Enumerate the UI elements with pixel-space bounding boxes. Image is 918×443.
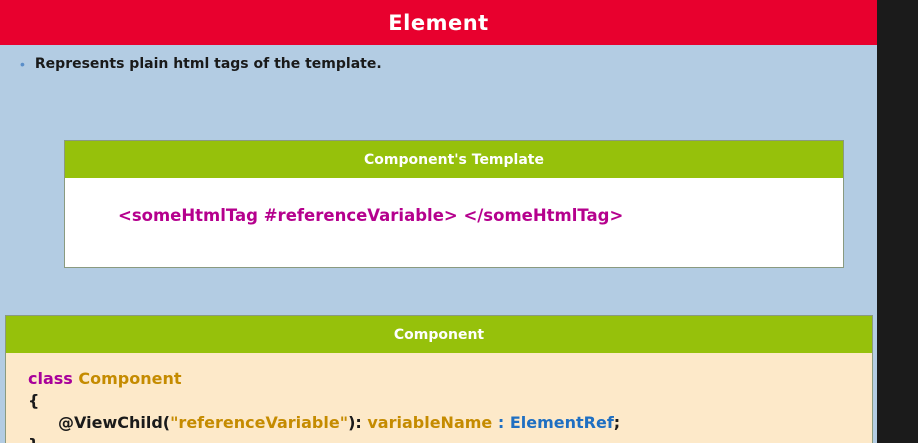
type-name: ElementRef [509,413,614,432]
code-line-viewchild: @ViewChild("referenceVariable"): variabl… [28,412,620,434]
decorator-string: "referenceVariable" [170,413,349,432]
code-line-open-brace: { [28,391,40,410]
template-box: Component's Template <someHtmlTag #refer… [64,140,844,268]
class-name: Component [78,369,182,388]
slide: Element • Represents plain html tags of … [0,0,877,443]
statement-end: ; [613,413,621,432]
bullet-dot-icon: • [20,56,25,72]
bullet-text: Represents plain html tags of the templa… [34,56,382,72]
class-keyword: class [28,369,73,388]
component-code: class Component { @ViewChild("referenceV… [28,368,620,443]
variable-name: variableName [367,413,493,432]
decorator: @ViewChild( [58,413,171,432]
template-code: <someHtmlTag #referenceVariable> </someH… [118,206,624,225]
bullet-item: • Represents plain html tags of the temp… [20,56,382,72]
slide-title: Element [388,10,489,35]
component-box-header: Component [6,316,872,353]
component-box-title: Component [393,326,485,343]
decorator-close: ): [348,413,362,432]
template-box-header: Component's Template [65,141,843,178]
title-bar: Element [0,0,877,45]
type-colon: : [497,413,505,432]
template-box-title: Component's Template [364,151,544,168]
code-line-class: class Component [28,368,620,390]
component-box: Component class Component { @ViewChild("… [5,315,873,443]
code-line-close-brace: } [28,434,620,443]
